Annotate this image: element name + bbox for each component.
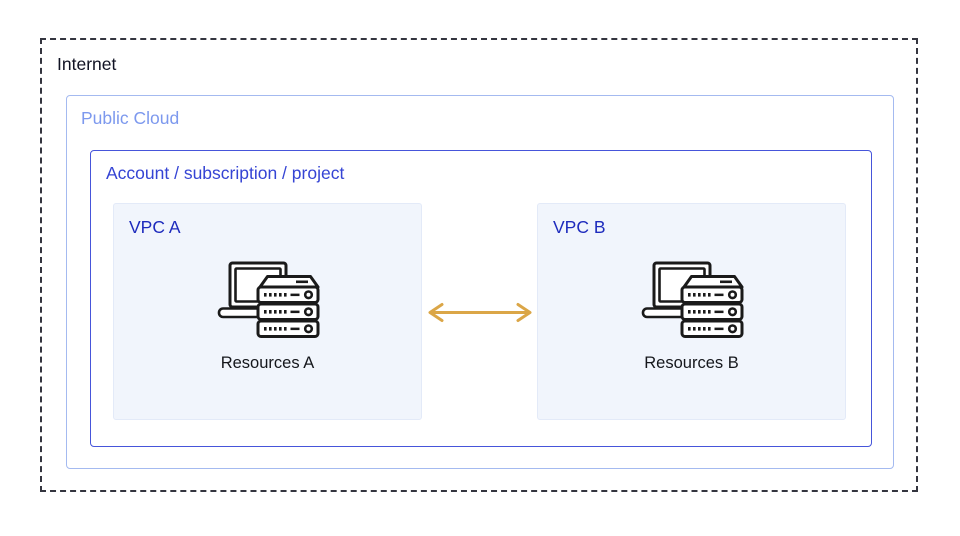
- vpc-a-content: Resources A: [114, 261, 421, 374]
- laptop-server-icon: [641, 261, 743, 338]
- double-arrow-icon: [428, 303, 532, 322]
- vpc-a-label: VPC A: [129, 217, 181, 237]
- resources-a-label: Resources A: [220, 354, 315, 372]
- vpc-a-box: VPC A: [113, 203, 422, 420]
- vpc-b-label: VPC B: [553, 217, 606, 237]
- laptop-server-icon: [217, 261, 319, 338]
- internet-boundary: Internet: [40, 38, 918, 492]
- public-cloud-label: Public Cloud: [81, 108, 180, 128]
- vpc-b-box: VPC B: [537, 203, 846, 420]
- internet-label: Internet: [57, 54, 117, 74]
- vpc-b-content: Resources B: [538, 261, 845, 374]
- account-label: Account / subscription / project: [106, 163, 345, 183]
- resources-b-label: Resources B: [644, 354, 739, 372]
